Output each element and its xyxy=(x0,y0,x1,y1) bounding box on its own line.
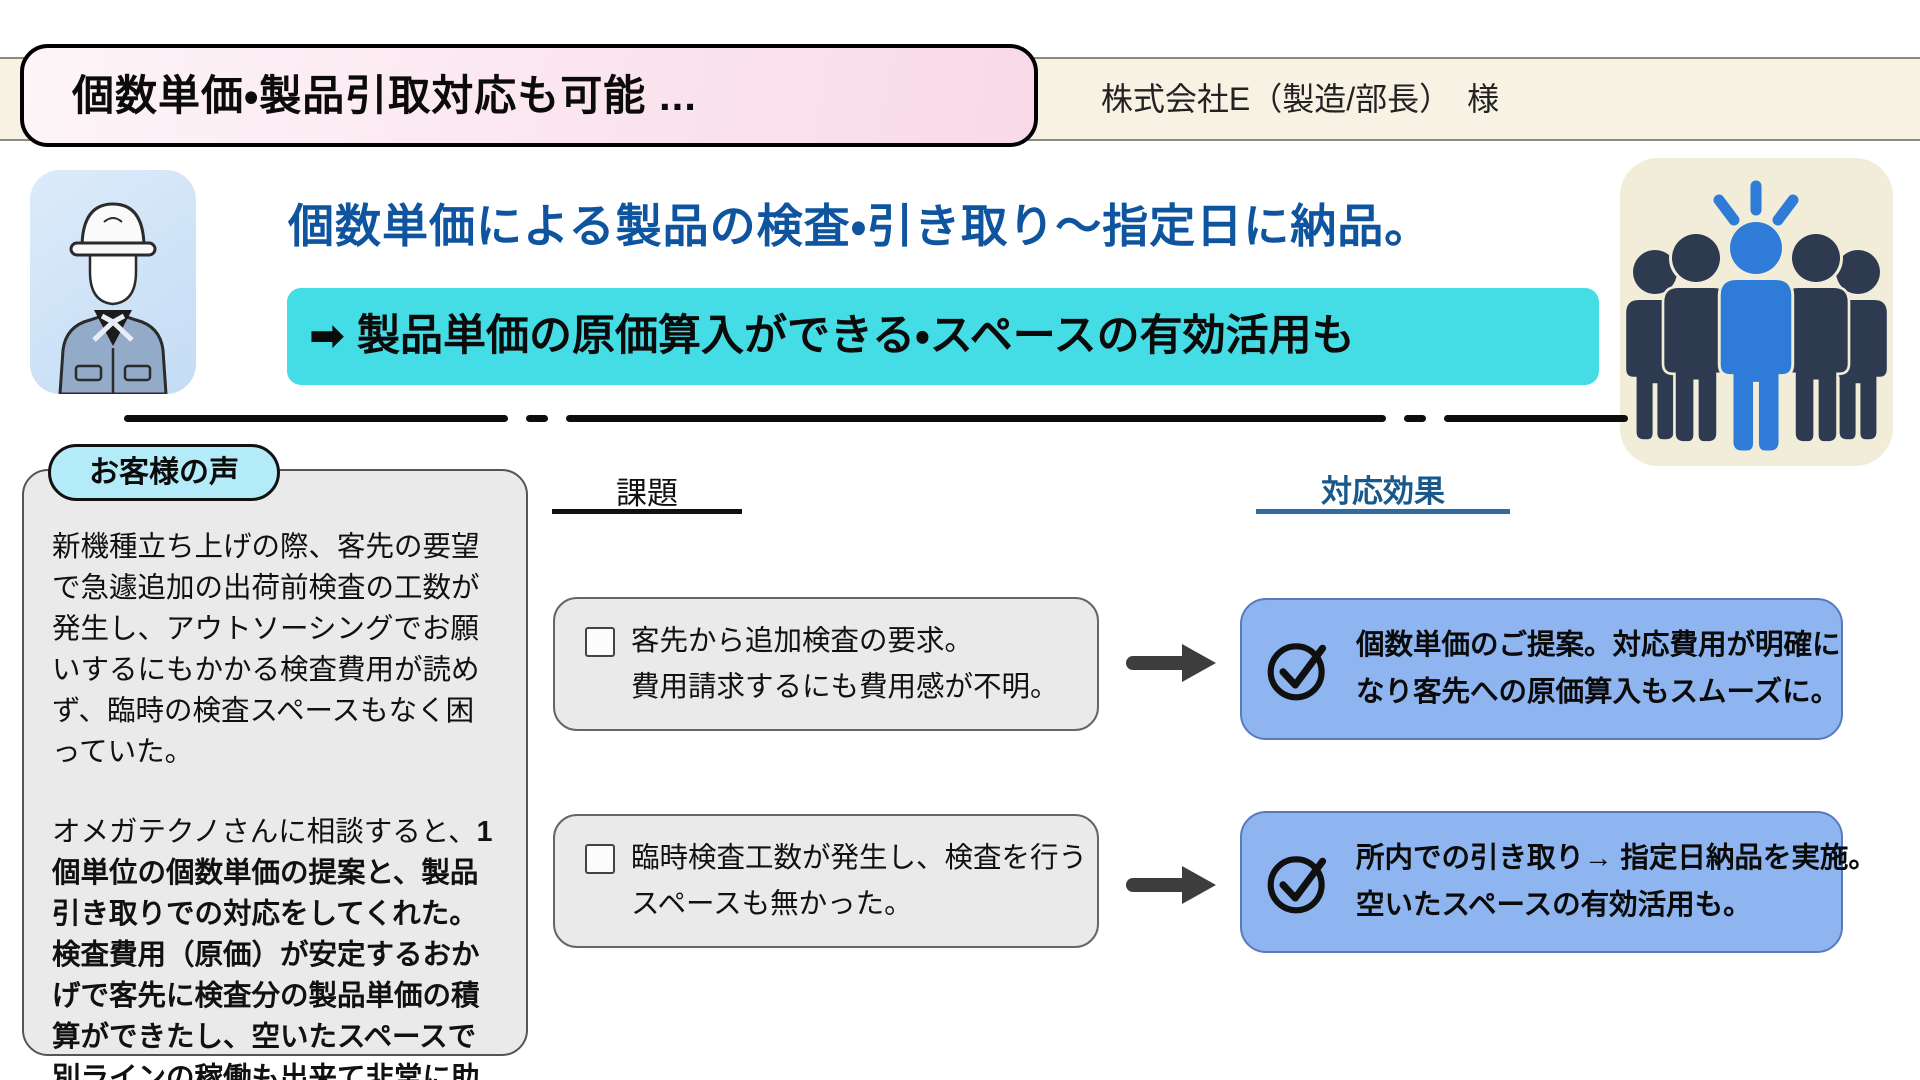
issue-box-1: 客先から追加検査の要求。 費用請求するにも費用感が不明。 xyxy=(553,597,1099,731)
issue-1-text: 客先から追加検査の要求。 費用請求するにも費用感が不明。 xyxy=(631,618,1059,710)
voice-paragraph-2-bold: 1個単位の個数単価の提案と、製品引き取りでの対応をしてくれた。検査費用（原価）が… xyxy=(52,816,493,1080)
title-box xyxy=(20,44,1038,147)
effect-box-1: 個数単価のご提案。対応費用が明確に なり客先への原価算入もスムーズに。 xyxy=(1240,598,1843,740)
checkbox-icon xyxy=(585,627,615,657)
voice-paragraph-2-intro: オメガテクノさんに相談すると、 xyxy=(52,816,477,848)
arrow-right-icon xyxy=(1126,644,1218,682)
team-icon xyxy=(1620,158,1893,466)
customer-voice-label: お客様の声 xyxy=(48,444,280,501)
issues-header: 課題 xyxy=(616,476,678,511)
effect-1-text: 個数単価のご提案。対応費用が明確に なり客先への原価算入もスムーズに。 xyxy=(1356,622,1841,716)
issue-2-text: 臨時検査工数が発生し、検査を行う スペースも無かった。 xyxy=(631,835,1087,927)
effect-1-line-2: なり客先への原価算入もスムーズに。 xyxy=(1356,676,1840,708)
effect-1-line-1: 個数単価のご提案。対応費用が明確に xyxy=(1356,629,1841,661)
client-name: 株式会社E（製造/部長） 様 xyxy=(1100,81,1500,117)
issues-underline xyxy=(552,509,742,514)
worker-avatar-icon xyxy=(30,170,196,394)
effect-2-line-2: 空いたスペースの有効活用も。 xyxy=(1356,889,1752,921)
issue-2-line-2: スペースも無かった。 xyxy=(631,888,913,920)
highlight-text: ➡ 製品単価の原価算入ができる・スペースの有効活用も xyxy=(309,312,1355,360)
worker-avatar-svg xyxy=(58,202,168,394)
voice-paragraph-1: 新機種立ち上げの際、客先の要望で急遽追加の出荷前検査の工数が発生し、アウトソーシ… xyxy=(52,531,480,768)
voice-paragraph-2: オメガテクノさんに相談すると、1個単位の個数単価の提案と、製品引き取りでの対応を… xyxy=(52,812,499,1080)
check-circle-icon xyxy=(1267,643,1327,701)
effects-header: 対応効果 xyxy=(1321,474,1445,509)
effect-box-2: 所内での引き取り→ 指定日納品を実施。 空いたスペースの有効活用も。 xyxy=(1240,811,1877,953)
effects-underline xyxy=(1256,509,1510,514)
issue-1-line-1: 客先から追加検査の要求。 xyxy=(631,625,974,657)
headline: 個数単価による製品の検査・引き取り～指定日に納品。 xyxy=(288,200,1432,252)
issue-2-line-1: 臨時検査工数が発生し、検査を行う xyxy=(631,842,1088,874)
arrow-right-icon xyxy=(1126,866,1218,904)
customer-voice-box: 新機種立ち上げの際、客先の要望で急遽追加の出荷前検査の工数が発生し、アウトソーシ… xyxy=(22,469,528,1080)
page-title: 個数単価・製品引取対応も可能 ... xyxy=(72,72,697,119)
effect-2-line-1: 所内での引き取り→ 指定日納品を実施。 xyxy=(1356,842,1877,874)
issue-box-2: 臨時検査工数が発生し、検査を行う スペースも無かった。 xyxy=(553,814,1099,948)
highlight-box: ➡ 製品単価の原価算入ができる・スペースの有効活用も xyxy=(287,288,1599,385)
dashed-divider xyxy=(124,415,1628,422)
team-svg xyxy=(1624,180,1889,454)
checkbox-icon xyxy=(585,844,615,874)
issue-1-line-2: 費用請求するにも費用感が不明。 xyxy=(631,671,1059,703)
check-circle-icon xyxy=(1267,856,1327,914)
effect-2-text: 所内での引き取り→ 指定日納品を実施。 空いたスペースの有効活用も。 xyxy=(1356,835,1877,929)
